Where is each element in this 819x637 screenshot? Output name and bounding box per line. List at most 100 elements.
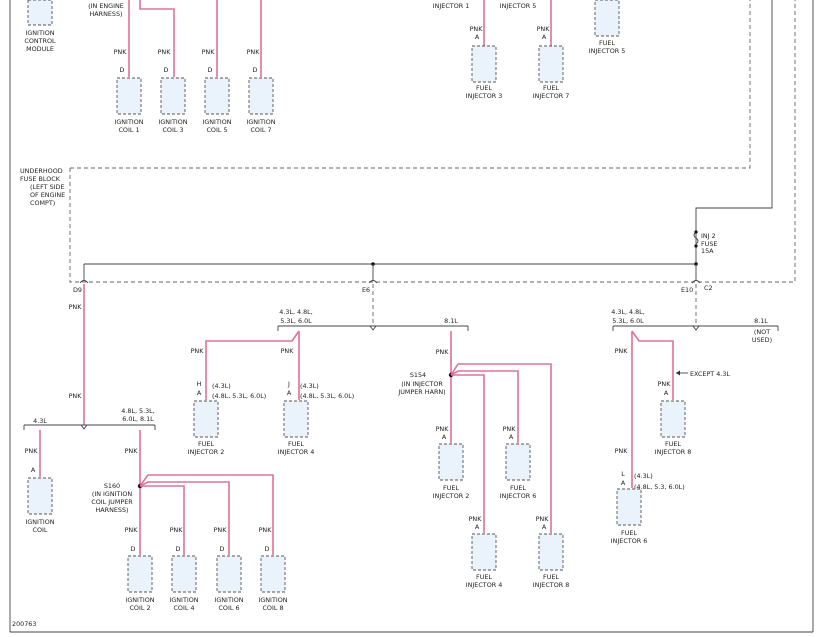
s154-note-2: JUMPER HARN) (397, 388, 445, 396)
fuel-injector-5-top (594, 0, 620, 37)
pnk-v8-main: PNK (125, 447, 139, 455)
ignition-coil-3 (160, 77, 186, 115)
e6-option-ends (277, 326, 469, 331)
pin-h: H (197, 380, 202, 388)
ignition-coil-2 (127, 555, 153, 593)
inj2-81-label-b: INJECTOR 2 (433, 492, 470, 500)
fuse-dot-top (694, 230, 698, 234)
inj8-e10-label-a: FUEL (665, 440, 681, 448)
pnk-inj3: PNK (470, 25, 484, 33)
inj6-e10-label-b: INJECTOR 6 (611, 537, 648, 545)
inj4-e6-label-b: INJECTOR 4 (278, 448, 315, 456)
fuse-block-label-2: FUSE BLOCK (20, 175, 61, 183)
inj2-e6-label-a: FUEL (198, 440, 214, 448)
coil6-label-a: IGNITION (214, 596, 243, 604)
coil4-label-a: IGNITION (169, 596, 198, 604)
wire-coil8 (139, 474, 274, 555)
fuse-block-label-3: (LEFT SIDE (30, 183, 65, 191)
ign-coil-label-b: COIL (33, 526, 48, 534)
inj6-81-label-b: INJECTOR 6 (500, 492, 537, 500)
pnk-e10-a: PNK (615, 347, 629, 355)
pin-d-coil8: D (265, 545, 270, 553)
s160-label: S160 (104, 482, 120, 490)
pnk-coil1: PNK (114, 48, 128, 56)
except-43-label: EXCEPT 4.3L (690, 370, 730, 378)
ignition-coil-7 (248, 77, 274, 115)
pin-a-inj4-e6: A (287, 389, 292, 397)
ignition-coil-8 (260, 555, 286, 593)
ign-module-label-2: CONTROL (24, 37, 56, 45)
coil2-label-a: IGNITION (125, 596, 154, 604)
not-used-label-2: USED) (752, 336, 772, 344)
inj3-label-b: INJECTOR 3 (466, 92, 503, 100)
connector-e6 (368, 280, 378, 284)
coil4-label-b: COIL 4 (173, 604, 194, 612)
upper-harness-boundary (70, 0, 751, 169)
pin-d-coil5: D (208, 66, 213, 74)
inj8-e10-label-b: INJECTOR 8 (655, 448, 692, 456)
inj4-81-label-b: INJECTOR 4 (466, 581, 503, 589)
pin-d-coil7: D (253, 66, 258, 74)
pnk-e10-inj8: PNK (658, 380, 672, 388)
inj8-81-label-b: INJECTOR 8 (533, 581, 570, 589)
inj4-v8-note: (4.8L, 5.3L, 6.0L) (300, 392, 354, 400)
d9-label: D9 (73, 286, 82, 294)
inj2-43-note: (4.3L) (212, 382, 231, 390)
fuel-injector-4-81 (471, 533, 497, 571)
ignition-coil-4 (171, 555, 197, 593)
pin-d-coil1: D (120, 66, 125, 74)
coil2-label-b: COIL 2 (129, 604, 150, 612)
pin-a-inj3: A (475, 33, 480, 41)
ign-coil-label-a: IGNITION (25, 518, 54, 526)
e6-label: E6 (362, 286, 370, 294)
bus-drops (83, 264, 697, 280)
fuse-block-boundary (69, 0, 796, 283)
pnk-coil6: PNK (214, 526, 228, 534)
ign-43-label: 4.3L (33, 417, 47, 425)
s160-note-1: (IN IGNITION (92, 490, 133, 498)
coil1-label-a: IGNITION (114, 118, 143, 126)
inj2-81-label-a: FUEL (443, 484, 459, 492)
s160-note-2: COIL JUMPER (91, 498, 133, 506)
fuel-injector-7-top (538, 45, 564, 83)
ignition-control-module (27, 0, 53, 26)
pin-a-e10-inj6: A (621, 479, 626, 487)
fuse-block-label-1: UNDERHOOD (20, 167, 63, 175)
fuse-amp-label: 15A (701, 247, 714, 255)
coil7-label-b: COIL 7 (250, 126, 271, 134)
connector-e10 (691, 280, 701, 284)
pnk-81-main: PNK (436, 348, 450, 356)
wire-e10-inj8 (631, 330, 674, 400)
engine-harness-label-1: (IN ENGINE (88, 2, 124, 10)
injector5-top-label: INJECTOR 5 (500, 2, 537, 10)
coil3-label-b: COIL 3 (162, 126, 183, 134)
pnk-81-inj8: PNK (536, 515, 550, 523)
e6-81-label: 8.1L (444, 317, 458, 325)
not-used-label-1: (NOT (754, 328, 770, 336)
fuel-injector-4-e6 (283, 400, 309, 438)
pin-a-81-inj2: A (442, 433, 447, 441)
pnk-coil7: PNK (247, 48, 261, 56)
fuel-injector-3-top (471, 45, 497, 83)
pnk-d9-b: PNK (69, 392, 83, 400)
pin-d-coil2: D (131, 545, 136, 553)
s160-note-3: HARNESS) (95, 506, 128, 514)
fuel-injector-8-81 (538, 533, 564, 571)
e10-option-ends (612, 326, 779, 331)
wire-coil6 (139, 481, 230, 555)
wire-coil3 (139, 0, 175, 77)
e10-v-label-2: 5.3L, 6.0L (612, 317, 644, 325)
ignition-coil-1 (116, 77, 142, 115)
inj5-label-b: INJECTOR 5 (589, 47, 626, 55)
pnk-coil2: PNK (125, 526, 139, 534)
e10-81-label: 8.1L (754, 317, 768, 325)
coil6-label-b: COIL 6 (218, 604, 239, 612)
inj4-43-note: (4.3L) (300, 382, 319, 390)
pin-d-coil6: D (220, 545, 225, 553)
e6-option-notch (369, 325, 377, 331)
pnk-ign-coil: PNK (25, 447, 39, 455)
c2-label: C2 (704, 284, 713, 292)
pin-l: L (621, 470, 625, 478)
pin-a-81-inj8: A (542, 523, 547, 531)
